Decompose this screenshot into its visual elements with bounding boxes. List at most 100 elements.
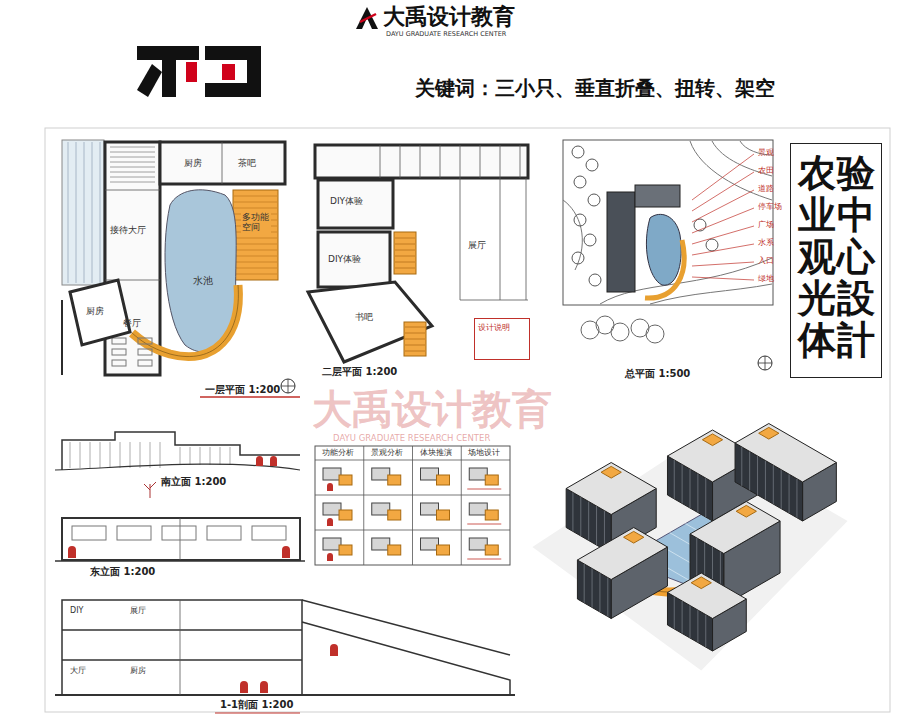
drawing-label: 厨房 [86,306,104,316]
facade-fin [596,506,597,545]
facade-fin [781,470,782,509]
window-mullion [70,442,71,468]
drawing-label: 总平面 1:500 [625,368,690,380]
facade-fin [697,474,698,513]
mass-sketch [421,538,439,550]
callout-label: 农田 [758,166,774,175]
watermark: 大禹设计教育 [312,386,552,432]
glass-line [92,142,93,283]
logo-icon [356,7,378,29]
facade-fin [789,474,790,513]
red-arch [327,553,333,561]
drawing-label: 厨房 [130,666,146,675]
facade-fin [705,615,706,648]
kitchen-wing [70,280,130,345]
east-elevation [55,518,305,561]
callout-label: 水系 [758,238,774,247]
window-mullion [210,447,211,465]
drawing-label: 1-1剖面 1:200 [220,699,293,711]
tree [572,252,584,264]
title-underline [200,396,300,398]
title-underline [215,712,300,713]
facade-fin [690,606,691,639]
leader-line [692,226,754,244]
leader-line [692,244,754,255]
stair-tread [110,172,155,173]
partition [440,145,441,178]
second-floor-plan [308,145,528,362]
callout-label: 道路 [758,184,774,193]
logo-block [222,64,235,80]
dining-table [112,349,126,355]
partition [222,142,223,184]
north-symbol [765,356,766,370]
dining-table [138,338,152,344]
box-roof [690,502,780,554]
drawing-label: DIY体验 [328,254,361,264]
deck-line [234,244,277,245]
callout-label: 停车场 [758,202,782,211]
box-roof [577,528,667,580]
drawing-label: 水池 [193,275,213,287]
glass-line [76,142,77,283]
deck-line [234,262,277,263]
drawing-label: DIY [70,606,83,615]
facade-fin [773,465,774,504]
facade-fin [674,596,675,629]
red-arch [270,456,277,466]
window [162,526,196,540]
partition [500,145,501,178]
window [207,526,241,540]
building-profile [62,518,300,560]
roof-deck [702,434,722,446]
logo-block [137,46,199,60]
leader-line [692,262,754,266]
book-bar-wing [308,282,432,362]
tree-sketch [144,482,156,498]
drawing-label: 展厅 [130,606,146,615]
mass-sketch [437,545,450,555]
deck-line [234,208,277,209]
red-arch [327,518,333,526]
mass-sketch [485,510,498,520]
graphic-logo [137,46,261,97]
leader-line [692,208,754,233]
title-column: 验中心設計 [837,152,875,361]
callout-label: 景观 [758,148,774,157]
brand-name: 大禹设计教育 [383,4,515,29]
note-box: 设计说明 [474,318,530,360]
dining-table [138,349,152,355]
stair-tread [395,250,415,251]
cloud-tree [646,325,664,343]
logo-icon [360,14,376,22]
red-arch [282,546,290,558]
keyword-title: 关键词：三小只、垂直折叠、扭转、架空 [415,77,775,100]
floor-slab [62,629,302,631]
roof-deck [736,505,756,517]
logo-block [162,60,176,97]
building-profile [62,600,302,695]
ramp-slab [302,622,510,695]
mass-sketch [437,475,450,485]
leader-line [692,277,754,280]
mass-sketch [339,510,352,520]
grid-line [500,178,501,300]
facade-fin [674,460,675,499]
stair-tread [395,244,415,245]
window-mullion [150,442,151,468]
facade-fin [607,578,608,617]
drawing-label: 南立面 1:200 [160,476,227,488]
roof-deck [624,531,644,543]
callout-label: 入口 [758,256,774,265]
drawing-label: DIY体验 [330,196,363,206]
window [72,526,106,540]
grid-line [526,178,527,300]
north-symbol [758,356,772,370]
partition [180,518,181,560]
mass-sketch [421,503,439,515]
red-arch [330,644,338,656]
water-pool [646,214,681,285]
wall [318,180,393,228]
facade-fin [690,469,691,508]
partition [480,145,481,178]
